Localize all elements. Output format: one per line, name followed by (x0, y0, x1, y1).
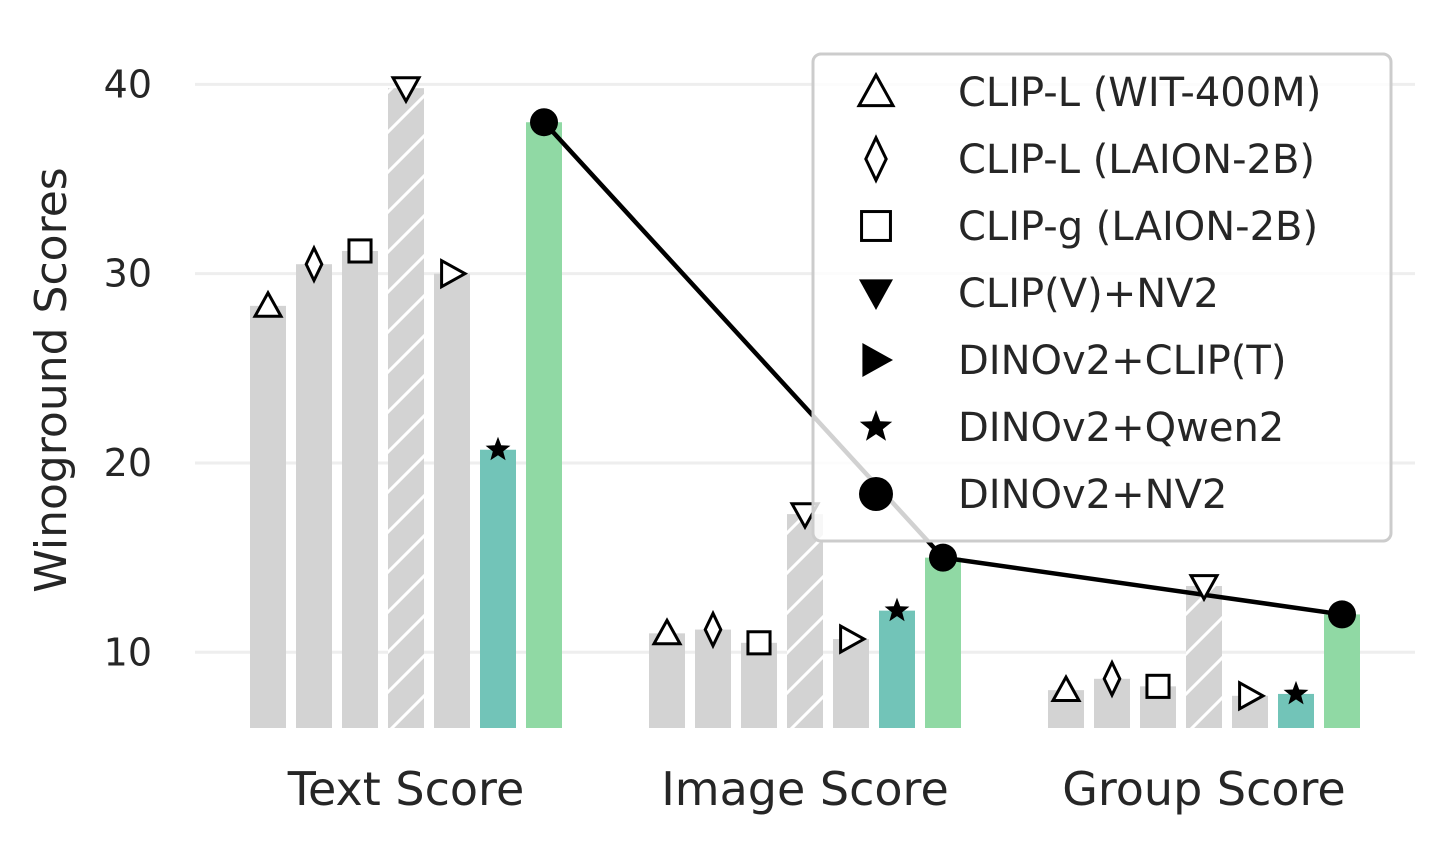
bar-marker (1188, 574, 1220, 603)
bar-hatch (388, 88, 424, 728)
y-tick-label: 20 (104, 441, 152, 485)
y-tick-label: 10 (104, 630, 152, 674)
category-label: Image Score (661, 762, 949, 816)
trend-point (929, 543, 957, 572)
y-tick-labels: 10 20 30 40 (104, 62, 152, 674)
legend-label: DINOv2+NV2 (958, 472, 1227, 518)
trend-point (1328, 600, 1356, 629)
bar-marker (304, 244, 324, 284)
legend-label: DINOv2+Qwen2 (958, 405, 1284, 451)
bar-marker (252, 289, 284, 318)
bar-marker (440, 258, 469, 290)
legend-label: CLIP-L (WIT-400M) (958, 70, 1321, 116)
bar (250, 305, 286, 728)
legend-marker (860, 210, 892, 242)
trend-point (530, 108, 558, 137)
bar (649, 633, 685, 728)
bar (1278, 693, 1314, 728)
legend-label: CLIP-g (LAION-2B) (958, 204, 1318, 250)
y-tick-label: 30 (104, 252, 152, 296)
bar-marker (390, 76, 422, 105)
bar-marker (746, 630, 772, 656)
bar-marker (839, 623, 868, 655)
legend-label: CLIP(V)+NV2 (958, 271, 1219, 317)
bar-hatch (1186, 586, 1222, 728)
bar (526, 122, 562, 729)
bar-marker (651, 617, 683, 646)
legend-box (811, 52, 1393, 543)
bar-marker (884, 597, 910, 622)
bar-marker (1283, 680, 1309, 705)
category-label: Group Score (1062, 762, 1346, 816)
nv2-trend-line (530, 108, 1356, 629)
bar (1324, 614, 1360, 728)
bar (741, 642, 777, 728)
bar (480, 449, 516, 728)
legend-marker (864, 134, 888, 184)
y-tick-label: 40 (104, 62, 152, 106)
legend-marker (856, 71, 896, 108)
legend-marker (859, 477, 893, 511)
bar-marker (1145, 673, 1171, 699)
legend-label: DINOv2+CLIP(T) (958, 338, 1286, 384)
bar-hatch (787, 514, 823, 728)
legend-label: CLIP-L (LAION-2B) (958, 137, 1315, 183)
bars (250, 88, 1360, 729)
category-labels: Text Score Image Score Group Score (287, 762, 1346, 816)
category-label: Text Score (287, 762, 525, 816)
bar-markers (252, 76, 1309, 712)
legend-marker (859, 279, 893, 310)
bar (296, 264, 332, 728)
legend-marker (862, 343, 893, 377)
bar-marker (1050, 674, 1082, 703)
legend-marker (859, 410, 893, 441)
bar (833, 639, 869, 728)
bar-marker (347, 238, 373, 264)
bar (434, 273, 470, 728)
bar (342, 250, 378, 729)
legend: CLIP-L (WIT-400M) CLIP-L (LAION-2B) CLIP-g… (811, 52, 1393, 543)
bar-marker (1102, 659, 1122, 699)
bar-marker (703, 609, 723, 650)
bar-marker (1238, 680, 1267, 712)
bar (879, 610, 915, 728)
bar (925, 557, 961, 728)
y-axis-label: Winoground Scores (26, 167, 77, 592)
bar-marker (485, 436, 511, 461)
